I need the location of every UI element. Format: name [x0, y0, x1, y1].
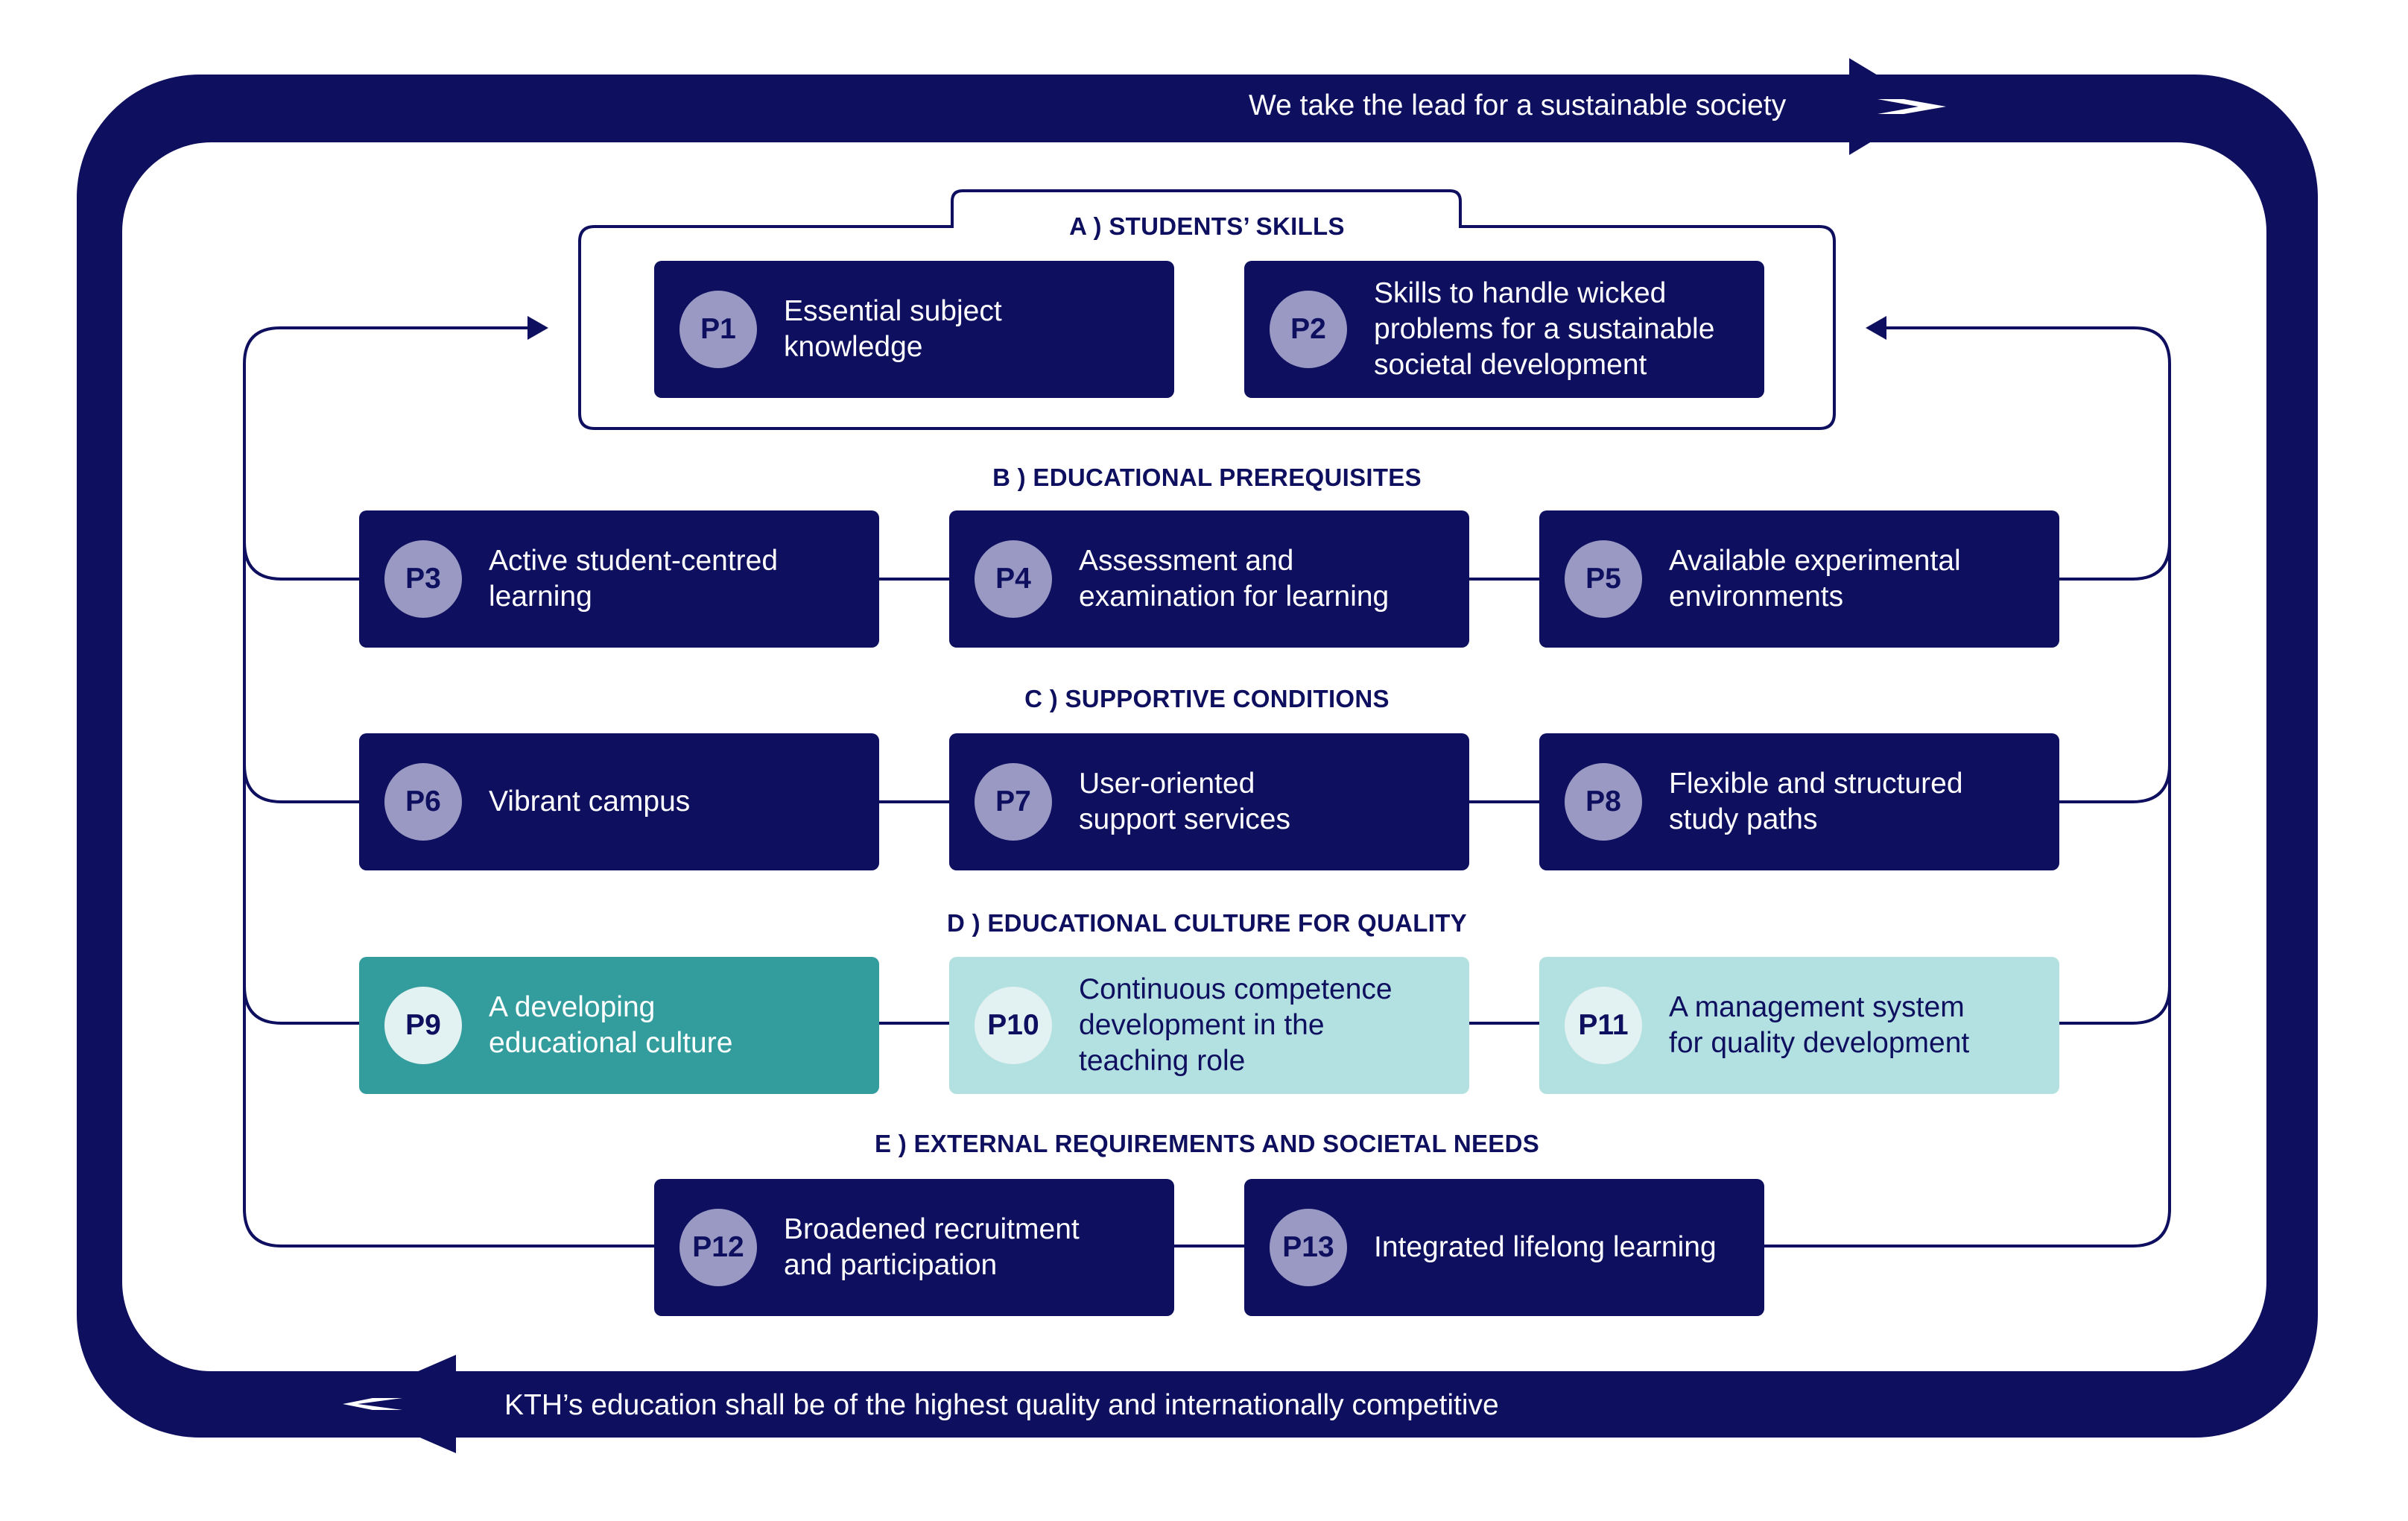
top-arrow-notch: [1878, 99, 1946, 114]
card-code-badge: P3: [384, 540, 462, 618]
left-connector: [243, 326, 654, 1248]
card-code-badge: P11: [1565, 987, 1642, 1064]
card-label: Essential subject knowledge: [784, 295, 1002, 363]
bottom-arrow-notch: [343, 1398, 402, 1410]
card-label: Skills to handle wicked problems for a s…: [1374, 277, 1715, 381]
card-label: Continuous competence development in the…: [1079, 973, 1392, 1077]
card-code-badge: P1: [679, 291, 757, 368]
card-label: Active student-centred learning: [489, 545, 779, 613]
card-label: Broadened recruitment and participation: [784, 1213, 1080, 1281]
right-connector: [1758, 326, 2171, 1248]
section-e-title: E ) EXTERNAL REQUIREMENTS AND SOCIETAL N…: [874, 1130, 1540, 1157]
card-p4: P4 Assessment and examination for learni…: [949, 510, 1469, 648]
card-code-badge: P6: [384, 763, 462, 841]
card-code-badge: P2: [1270, 291, 1347, 368]
top-arrow-head: [1849, 58, 1930, 155]
card-code-badge: P4: [975, 540, 1052, 618]
card-code-badge: P10: [975, 987, 1052, 1064]
bottom-arrow-head: [343, 1355, 456, 1453]
bottom-banner-text: KTH’s education shall be of the highest …: [504, 1389, 1499, 1421]
section-a-container: [578, 189, 1836, 430]
card-p7: P7 User-oriented support services: [949, 733, 1469, 870]
card-label: Integrated lifelong learning: [1374, 1231, 1717, 1263]
card-p10: P10 Continuous competence development in…: [949, 957, 1469, 1094]
card-label: A management system for quality developm…: [1669, 991, 1970, 1059]
top-banner-text: We take the lead for a sustainable socie…: [1249, 89, 1787, 121]
card-p1: P1 Essential subject knowledge: [654, 261, 1174, 398]
right-connector-arrowhead: [1866, 316, 1886, 340]
card-p8: P8 Flexible and structured study paths: [1539, 733, 2059, 870]
card-links: [879, 578, 1541, 1248]
card-code-badge: P9: [384, 987, 462, 1064]
card-label: User-oriented support services: [1079, 768, 1290, 835]
section-a-title: A ) STUDENTS’ SKILLS: [1069, 212, 1345, 240]
card-label: A developing educational culture: [489, 991, 733, 1059]
card-label: Assessment and examination for learning: [1079, 545, 1390, 613]
card-p6: P6 Vibrant campus: [359, 733, 879, 870]
left-connector-arrowhead: [527, 316, 548, 340]
section-d-title: D ) EDUCATIONAL CULTURE FOR QUALITY: [947, 909, 1467, 937]
card-code-badge: P7: [975, 763, 1052, 841]
card-p9: P9 A developing educational culture: [359, 957, 879, 1094]
card-p2: P2 Skills to handle wicked problems for …: [1244, 261, 1764, 398]
card-label: Vibrant campus: [489, 785, 691, 818]
card-code-badge: P13: [1270, 1209, 1347, 1286]
card-code-badge: P12: [679, 1209, 757, 1286]
section-b-title: B ) EDUCATIONAL PREREQUISITES: [992, 464, 1422, 491]
section-c-title: C ) SUPPORTIVE CONDITIONS: [1024, 685, 1390, 712]
card-p11: P11 A management system for quality deve…: [1539, 957, 2059, 1094]
card-p13: P13 Integrated lifelong learning: [1244, 1179, 1764, 1316]
card-p3: P3 Active student-centred learning: [359, 510, 879, 648]
card-p12: P12 Broadened recruitment and participat…: [654, 1179, 1174, 1316]
card-label: Available experimental environments: [1669, 545, 1961, 613]
card-p5: P5 Available experimental environments: [1539, 510, 2059, 648]
card-label: Flexible and structured study paths: [1669, 768, 1963, 835]
card-code-badge: P8: [1565, 763, 1642, 841]
card-code-badge: P5: [1565, 540, 1642, 618]
